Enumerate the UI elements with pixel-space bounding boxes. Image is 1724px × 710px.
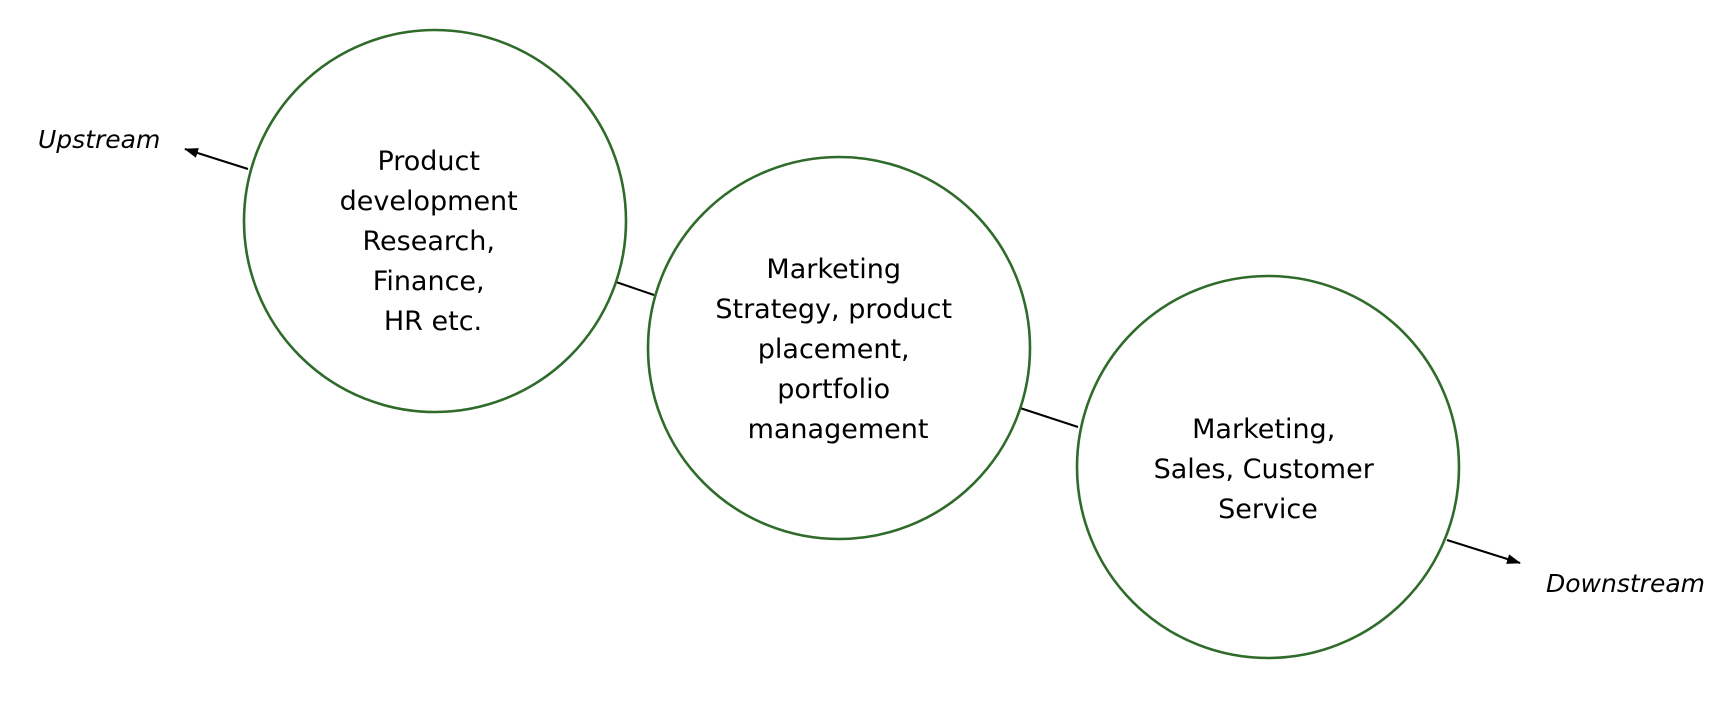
connector-product-to-marketing-strategy <box>615 281 655 296</box>
upstream-label: Upstream <box>38 125 160 154</box>
node-circle-product-development <box>242 28 628 414</box>
node-circle-marketing-strategy <box>646 155 1032 541</box>
node-label-marketing-sales: Marketing, Sales, Customer Service <box>1154 414 1383 525</box>
downstream-arrow <box>1446 539 1521 564</box>
downstream-label: Downstream <box>1546 569 1705 598</box>
connector-marketing-strategy-to-sales <box>1019 407 1079 428</box>
node-label-product-development: Product development Research, Finance, H… <box>340 146 527 337</box>
node-label-marketing-strategy: Marketing Strategy, product placement, p… <box>715 254 960 445</box>
node-circle-marketing-sales <box>1075 274 1461 660</box>
upstream-arrow <box>184 148 249 170</box>
